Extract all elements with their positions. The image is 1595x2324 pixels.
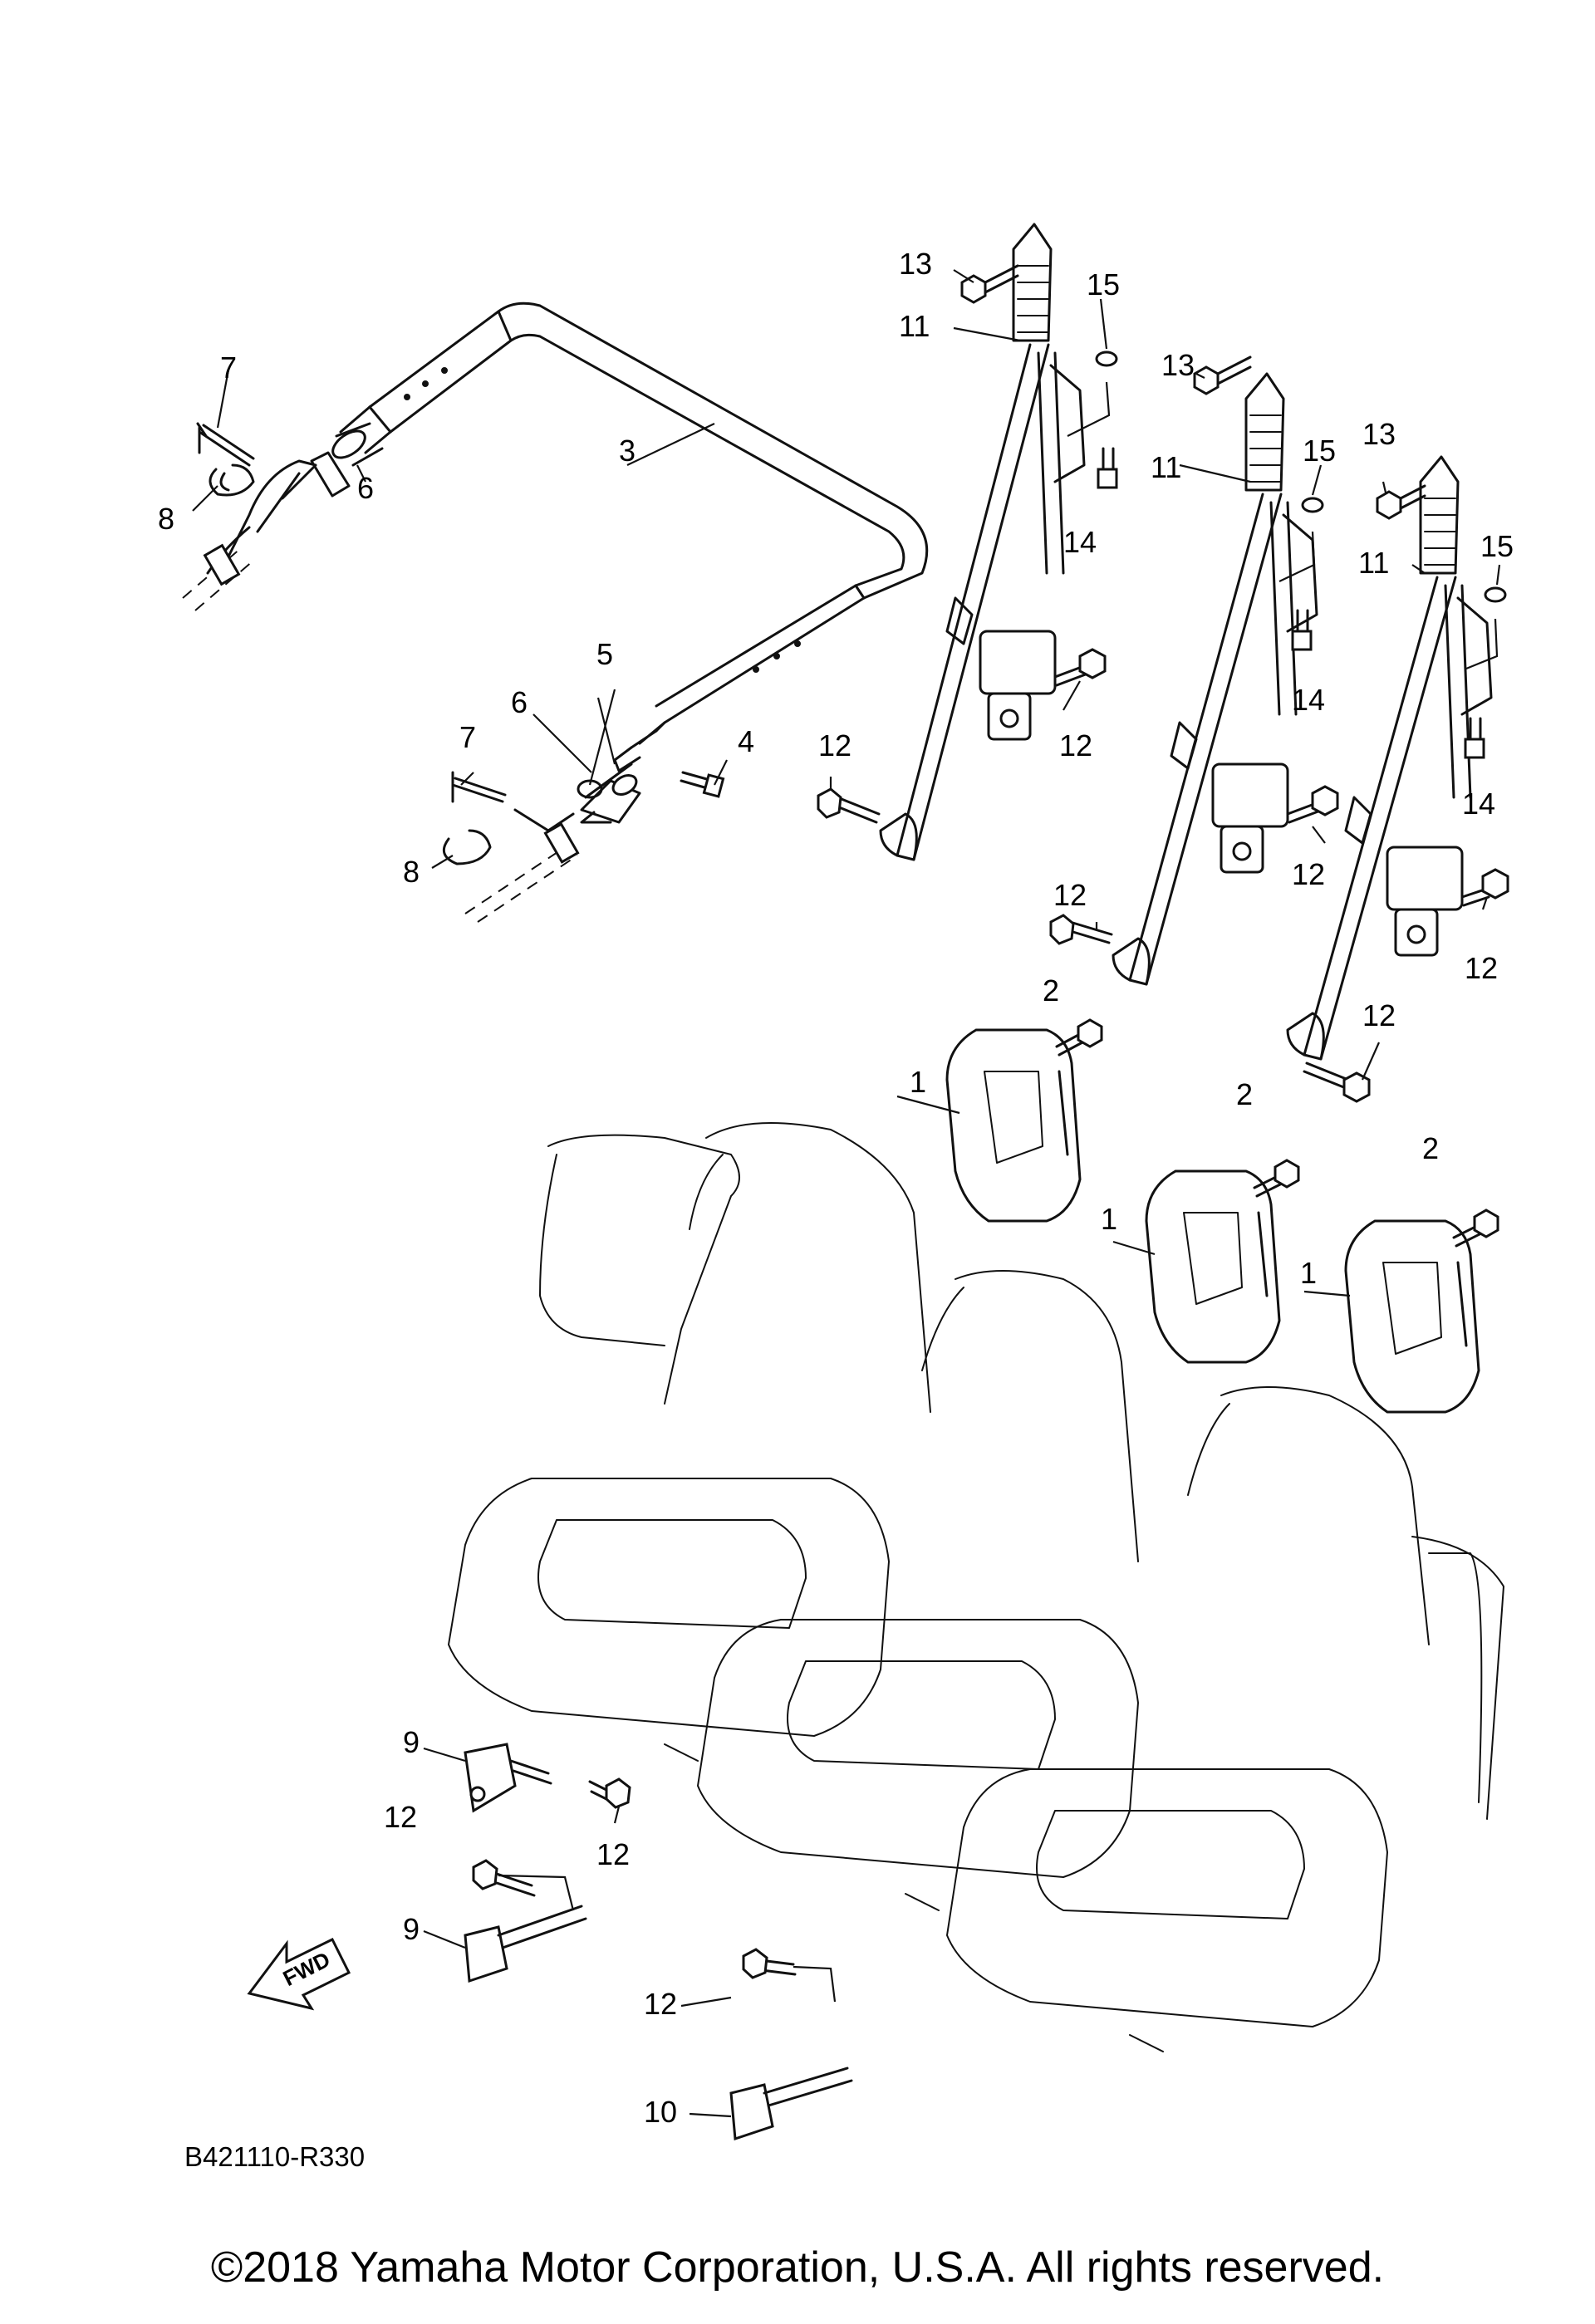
callout-9: 9: [403, 1912, 420, 1946]
callout-11: 11: [899, 309, 930, 343]
forward-direction-arrow: FWD: [247, 1937, 351, 2011]
callout-15: 15: [1480, 529, 1514, 563]
callout-6: 6: [511, 685, 528, 719]
callout-12: 12: [1292, 857, 1325, 891]
callout-5: 5: [596, 637, 613, 671]
callout-2: 2: [1043, 973, 1059, 1008]
callout-3: 3: [619, 434, 636, 468]
leader-lines: [192, 269, 1501, 2118]
callout-14: 14: [1462, 787, 1495, 821]
callout-8: 8: [403, 855, 420, 889]
callout-11: 11: [1151, 450, 1181, 484]
callout-15: 15: [1303, 434, 1336, 468]
callout-8: 8: [158, 502, 174, 536]
callout-12: 12: [1059, 728, 1092, 762]
callout-numbers: 13 11 15 13 11 15 13 11 15 14 14 14 12 1…: [158, 247, 1514, 2129]
seat-belt-assembly-right: [1286, 455, 1509, 1103]
copyright-notice: ©2018 Yamaha Motor Corporation, U.S.A. A…: [210, 2243, 1385, 2292]
upper-left-mount: [182, 422, 384, 611]
callout-12: 12: [596, 1837, 630, 1871]
callout-2: 2: [1236, 1077, 1253, 1111]
seats-outline: [448, 1122, 1504, 2052]
grab-bar-part: [339, 302, 929, 772]
callout-7: 7: [220, 351, 237, 385]
buckle-parts: [464, 1743, 853, 2141]
callout-4: 4: [738, 724, 754, 758]
seat-belt-assembly-center: [1049, 355, 1339, 986]
callout-7: 7: [459, 720, 476, 754]
diagram-reference-code: B421110-R330: [184, 2141, 365, 2172]
callout-14: 14: [1292, 683, 1325, 717]
callout-9: 9: [403, 1725, 420, 1759]
callout-12: 12: [1465, 951, 1498, 985]
callout-15: 15: [1087, 267, 1120, 302]
callout-12: 12: [1053, 878, 1087, 912]
callout-13: 13: [899, 247, 932, 281]
callout-14: 14: [1063, 525, 1097, 559]
callout-12: 12: [818, 728, 851, 762]
lower-left-mount: [442, 762, 725, 923]
callout-13: 13: [1362, 417, 1396, 451]
callout-12: 12: [384, 1800, 417, 1834]
seat-belt-assembly-left: [817, 223, 1118, 861]
callout-13: 13: [1161, 348, 1195, 382]
callout-11: 11: [1358, 546, 1389, 580]
callout-1: 1: [1300, 1256, 1317, 1290]
callout-12: 12: [1362, 998, 1396, 1032]
backrest-pads: [945, 1018, 1499, 1414]
callout-10: 10: [644, 2095, 677, 2129]
callout-1: 1: [910, 1065, 926, 1099]
callout-6: 6: [357, 471, 374, 505]
callout-1: 1: [1101, 1202, 1117, 1236]
callout-12: 12: [644, 1987, 677, 2021]
callout-2: 2: [1422, 1131, 1439, 1165]
